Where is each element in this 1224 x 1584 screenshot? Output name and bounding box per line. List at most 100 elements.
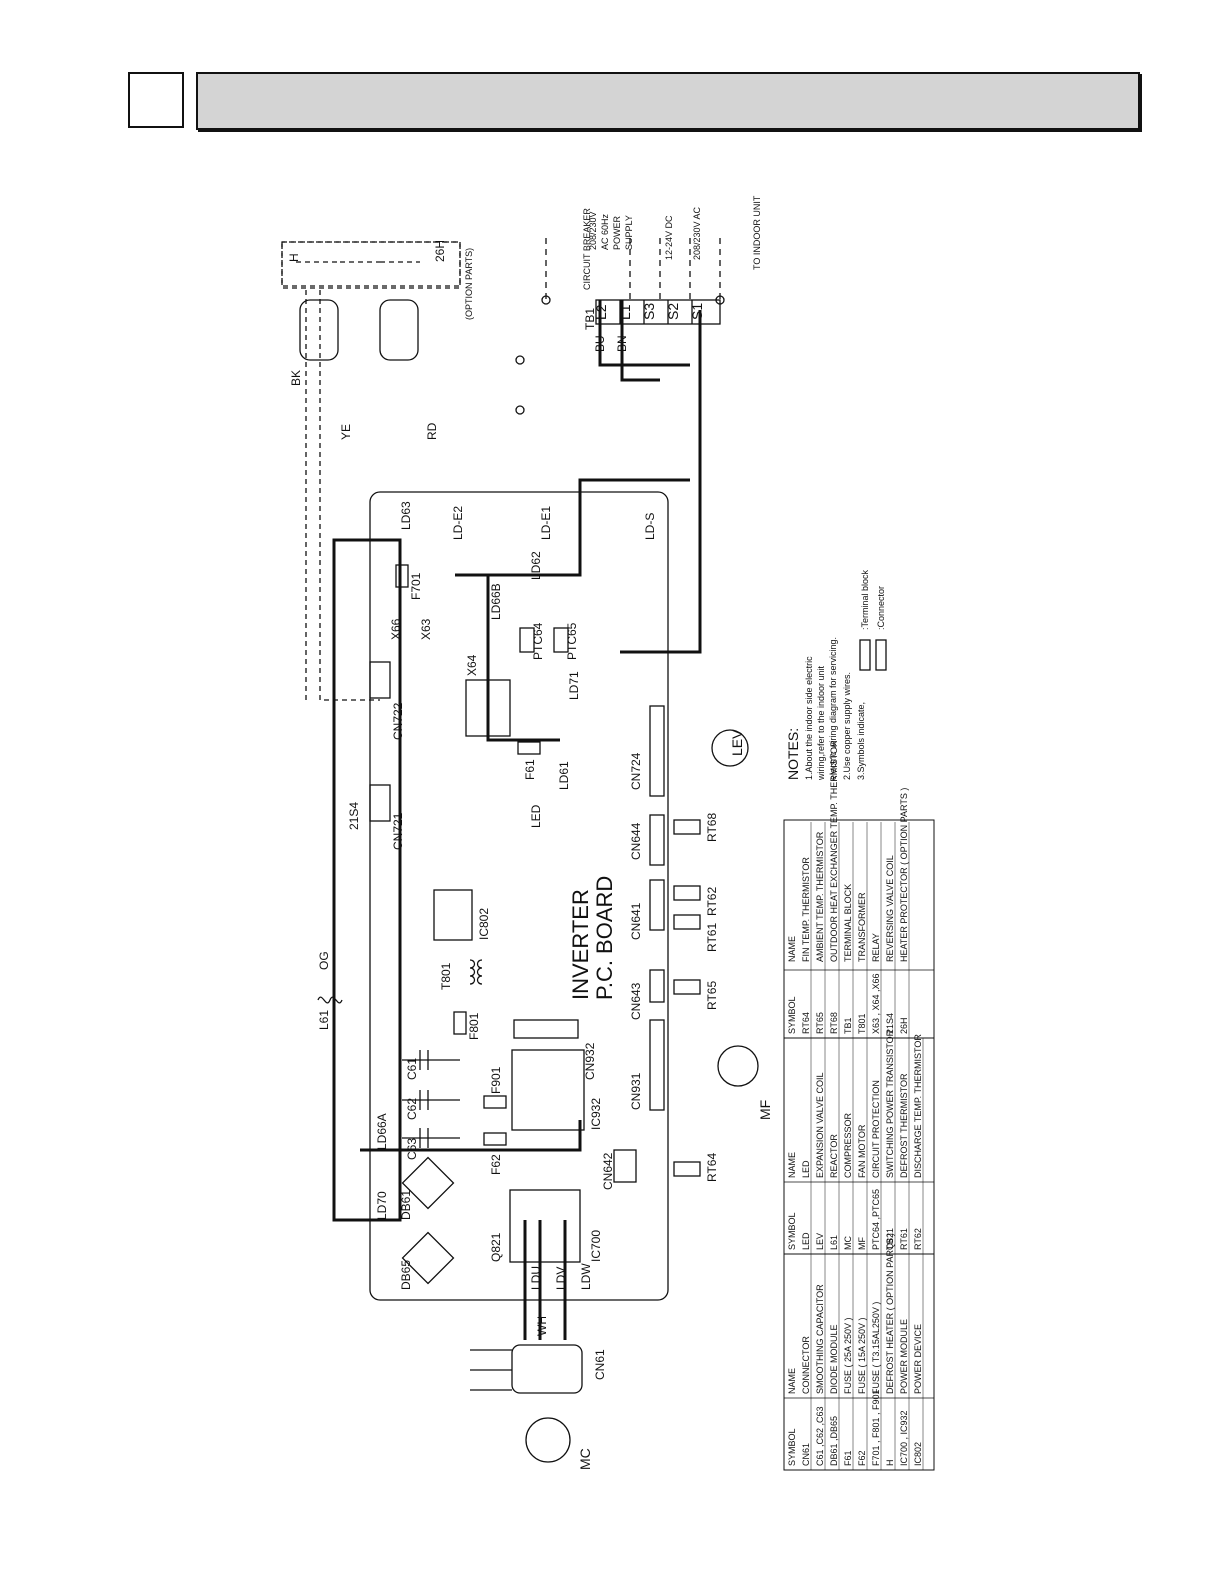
cn641-label: CN641 (629, 902, 643, 940)
cn724-label: CN724 (629, 752, 643, 790)
cn722-label: CN722 (391, 702, 405, 740)
table-name: POWER DEVICE (913, 1324, 923, 1394)
supply-line-3: POWER (612, 215, 622, 250)
x64-label: X64 (465, 654, 479, 676)
table-symbol: F701 , F801 , F901 (871, 1389, 881, 1466)
relay-x64 (465, 679, 511, 737)
note-1b: wiring,refer to the indoor unit (816, 665, 826, 781)
table-symbol: L61 (829, 1235, 839, 1250)
q821-label: Q821 (489, 1232, 503, 1262)
ic802 (433, 889, 473, 941)
table-symbol: LED (801, 1232, 811, 1250)
table-symbol: TB1 (843, 1017, 853, 1034)
connector-cn932 (513, 1019, 579, 1039)
f61-label: F61 (523, 759, 537, 780)
table-name: DIODE MODULE (829, 1324, 839, 1394)
table-symbol: RT64 (801, 1012, 811, 1034)
table-symbol: PTC64 ,PTC65 (871, 1189, 881, 1250)
ld71-label: LD71 (567, 671, 581, 700)
table-symbol: MC (843, 1236, 853, 1250)
terminal-block-symbol (859, 639, 871, 671)
table-name: LED (801, 1160, 811, 1178)
cn644-label: CN644 (629, 822, 643, 860)
ld70-label: LD70 (375, 1191, 389, 1220)
table-name: EXPANSION VALVE COIL (815, 1072, 825, 1178)
cn932-label: CN932 (583, 1042, 597, 1080)
table-name: REVERSING VALVE COIL (885, 855, 895, 962)
connector-cn724 (649, 705, 665, 797)
dc-bus-line (332, 538, 402, 1222)
26h-label: 26H (433, 240, 447, 262)
mf-label: MF (757, 1100, 773, 1120)
wire-ye-label: YE (339, 424, 353, 440)
ld61-label: LD61 (557, 761, 571, 790)
breaker-label: CIRCUIT BREAKER (582, 208, 592, 290)
terminal-l2: L2 (593, 304, 609, 320)
fuse-f61 (517, 741, 541, 755)
table-header: NAME (787, 1152, 797, 1178)
page-header-bar (196, 72, 1140, 130)
table-name: TERMINAL BLOCK (843, 884, 853, 962)
connector-cn644 (649, 814, 665, 866)
heater-capsule-2 (379, 299, 419, 361)
table-name: OUTDOOR HEAT EXCHANGER TEMP. THERMISTOR (829, 740, 839, 962)
table-symbol: F62 (857, 1450, 867, 1466)
ld66b-label: LD66B (489, 583, 503, 620)
lev-label: LEV (729, 729, 745, 756)
connector-symbol (875, 639, 887, 671)
board-label-line1: INVERTER (568, 889, 593, 1000)
table-symbol: IC802 (913, 1442, 923, 1466)
connector-cn643 (649, 969, 665, 1003)
table-name: AMBIENT TEMP. THERMISTOR (815, 831, 825, 962)
table-symbol: F61 (843, 1450, 853, 1466)
ldw-label: LDW (579, 1263, 593, 1290)
ptc64-label: PTC64 (531, 622, 545, 660)
rt62-label: RT62 (705, 887, 719, 916)
rt64-label: RT64 (705, 1153, 719, 1182)
thermistor-rt61 (673, 914, 701, 930)
note-2: 2.Use copper supply wires. (842, 672, 852, 780)
terminal-l1: L1 (617, 304, 633, 320)
rt68-label: RT68 (705, 813, 719, 842)
table-header: SYMBOL (787, 1212, 797, 1250)
tb1-label: TB1 (583, 308, 597, 330)
table-symbol: RT65 (815, 1012, 825, 1034)
cn721-label: CN721 (391, 812, 405, 850)
table-symbol: LEV (815, 1233, 825, 1250)
ic932 (511, 1049, 585, 1131)
table-name: CONNECTOR (801, 1336, 811, 1394)
ld66a-label: LD66A (375, 1113, 389, 1150)
table-header: NAME (787, 1368, 797, 1394)
x63-label: X63 (419, 618, 433, 640)
wire-bn-label: BN (615, 335, 629, 352)
wire-bu-label: BU (593, 335, 607, 352)
lde2-label: LD-E2 (451, 506, 465, 540)
thermistor-rt62 (673, 885, 701, 901)
note-3: 3.Symbols indicate, (856, 702, 866, 780)
supply-line-2: AC 60Hz (600, 213, 610, 250)
mc-label: MC (577, 1448, 593, 1470)
lds-label: LD-S (643, 513, 657, 540)
diode-module-db61 (401, 1156, 455, 1210)
heater-capsule-1 (299, 299, 339, 361)
f62-label: F62 (489, 1154, 503, 1175)
f701-label: F701 (409, 572, 423, 600)
thermistor-rt68 (673, 819, 701, 835)
table-symbol: T801 (857, 1013, 867, 1034)
f801-label: F801 (467, 1012, 481, 1040)
table-name: SMOOTHING CAPACITOR (815, 1284, 825, 1394)
table-name: POWER MODULE (899, 1319, 909, 1394)
led-label: LED (529, 804, 543, 828)
rt61-label: RT61 (705, 923, 719, 952)
fuse-f701 (395, 564, 409, 588)
thermistor-rt65 (673, 979, 701, 995)
table-symbol: 21S4 (885, 1013, 895, 1034)
compressor-motor-mc (525, 1417, 571, 1463)
wire-wh-label: WH (535, 1316, 549, 1336)
supply-line-1: 208/230V (588, 211, 598, 250)
table-name: COMPRESSOR (843, 1112, 853, 1178)
ld62-label: LD62 (529, 551, 543, 580)
table-header: SYMBOL (787, 996, 797, 1034)
x66-label: X66 (389, 618, 403, 640)
